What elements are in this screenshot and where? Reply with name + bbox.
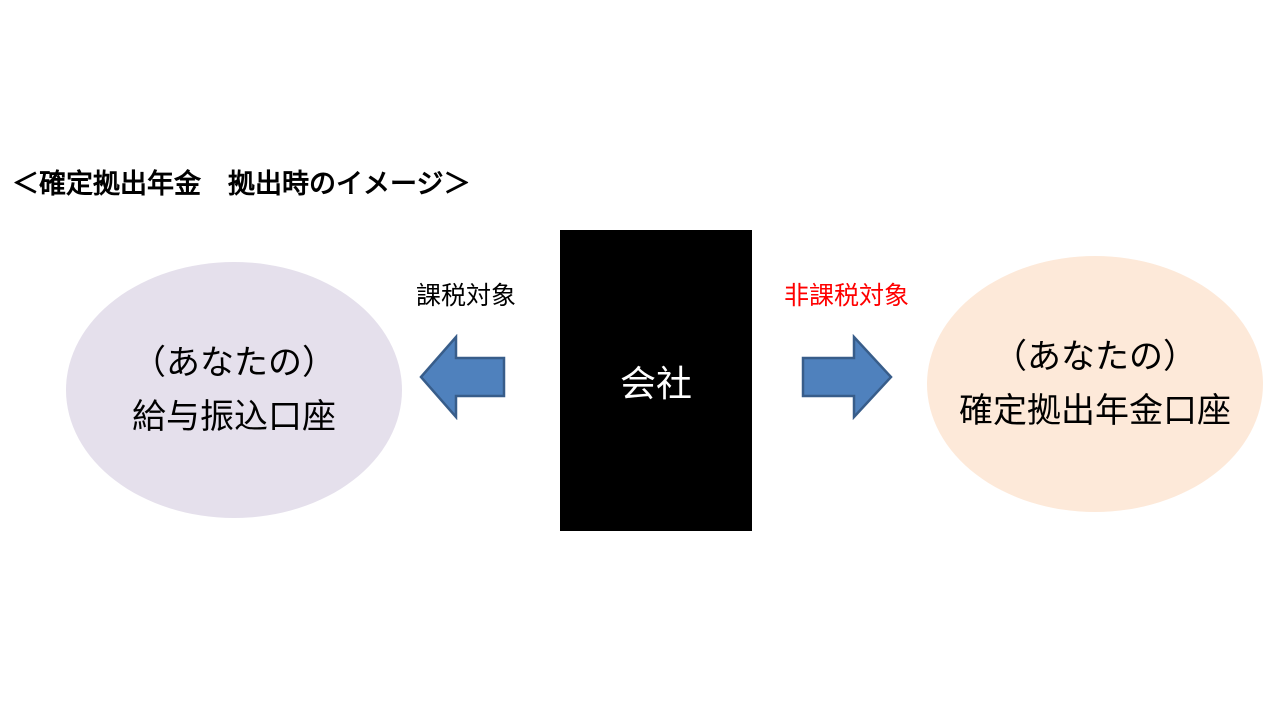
dc-account-owner-label: （あなたの） [993, 337, 1197, 377]
dc-pension-account-node: （あなたの） 確定拠出年金口座 [927, 256, 1263, 512]
arrow-right-icon [801, 334, 893, 420]
salary-account-owner-label: （あなたの） [132, 343, 336, 383]
dc-account-label: 確定拠出年金口座 [959, 391, 1231, 431]
company-label: 会社 [619, 363, 692, 405]
salary-account-label: 給与振込口座 [132, 397, 336, 437]
company-node: 会社 [560, 230, 752, 531]
arrow-left-icon [419, 334, 506, 420]
salary-account-node: （あなたの） 給与振込口座 [66, 262, 402, 518]
page-title: ＜確定拠出年金 拠出時のイメージ＞ [12, 169, 471, 200]
non-taxable-label: 非課税対象 [784, 281, 910, 310]
taxable-label: 課税対象 [416, 281, 517, 310]
